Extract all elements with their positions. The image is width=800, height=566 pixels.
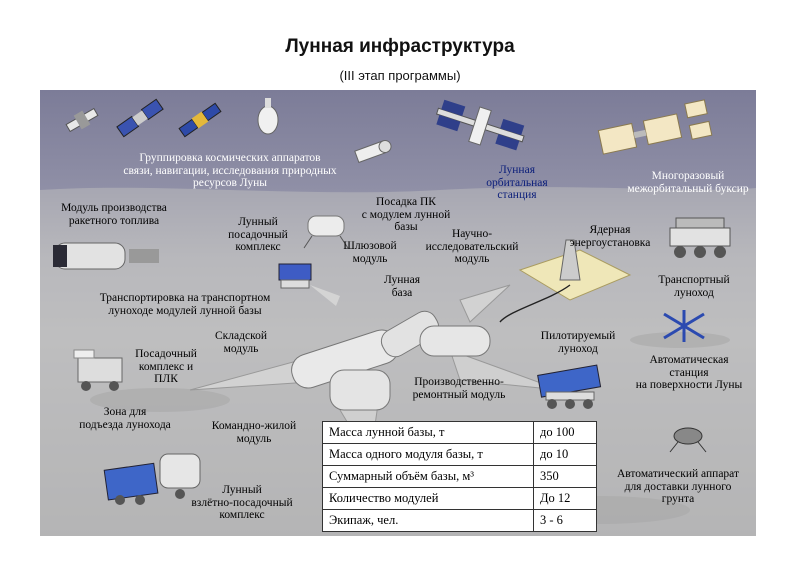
- lander-orbit-art: [354, 140, 392, 164]
- landing-complex-art: [278, 263, 312, 289]
- label-command: Командно-жилой модуль: [211, 420, 297, 445]
- label-landing-complex: Лунный посадочный комплекс: [228, 216, 288, 253]
- transport-rover-art: [669, 217, 731, 258]
- value-cell: До 12: [533, 487, 597, 510]
- label-auto-delivery: Автоматический аппарат для доставки лунн…: [616, 468, 740, 505]
- satellite-3: [178, 102, 222, 138]
- label-landing-plh: Посадочный комплекс и ПЛК: [135, 348, 197, 385]
- satellite-2: [116, 98, 164, 138]
- param-cell: Масса одного модуля базы, т: [322, 443, 534, 466]
- auto-delivery-art: [669, 427, 707, 453]
- lunar-base-art: [189, 284, 561, 462]
- label-transport-modules: Транспортировка на транспортном луноходе…: [99, 292, 271, 317]
- label-science: Научно- исследовательский модуль: [425, 228, 519, 265]
- label-tug: Многоразовый межорбитальный буксир: [627, 170, 749, 195]
- label-pk-landing: Посадка ПК с модулем лунной базы: [361, 196, 451, 233]
- label-airlock: Шлюзовой модуль: [343, 240, 397, 265]
- param-cell: Количество модулей: [322, 487, 534, 510]
- value-cell: до 10: [533, 443, 597, 466]
- label-orbital-station: Лунная орбитальная станция: [486, 164, 548, 201]
- satellite-1: [65, 107, 99, 133]
- auto-station-art: [663, 310, 705, 342]
- table-row: Экипаж, чел.3 - 6: [322, 509, 597, 532]
- label-storage: Складской модуль: [215, 330, 267, 355]
- label-reactor: Ядерная энергоустановка: [569, 224, 651, 249]
- label-base: Лунная база: [384, 274, 420, 299]
- param-cell: Масса лунной базы, т: [322, 421, 534, 444]
- fuel-module-art: [53, 242, 159, 270]
- value-cell: 3 - 6: [533, 509, 597, 532]
- landing-plh-art: [73, 349, 123, 391]
- crewed-rover-art: [537, 364, 602, 409]
- label-production: Производственно- ремонтный модуль: [412, 376, 506, 401]
- label-transport-rover: Транспортный луноход: [658, 274, 730, 299]
- label-takeoff-complex: Лунный взлётно-посадочный комплекс: [191, 484, 293, 521]
- value-cell: 350: [533, 465, 597, 488]
- takeoff-complex-art: [103, 453, 201, 505]
- param-cell: Экипаж, чел.: [322, 509, 534, 532]
- pk-lander-art: [303, 215, 349, 249]
- label-satellites: Группировка космических аппаратов связи,…: [123, 152, 337, 189]
- diagram-subtitle: (III этап программы): [339, 68, 461, 83]
- orbital-station-art: [435, 99, 525, 151]
- satellite-4: [257, 98, 279, 135]
- diagram-title: Лунная инфраструктура: [285, 36, 515, 57]
- param-cell: Суммарный объём базы, м³: [322, 465, 534, 488]
- label-auto-station: Автоматическая станция на поверхности Лу…: [635, 354, 743, 391]
- label-crewed-rover: Пилотируемый луноход: [540, 330, 616, 355]
- value-cell: до 100: [533, 421, 597, 444]
- label-rover-zone: Зона для подъезда лунохода: [79, 406, 171, 431]
- label-fuel-module: Модуль производства ракетного топлива: [61, 202, 167, 227]
- tug-art: [597, 99, 713, 155]
- reactor-art: [518, 239, 632, 301]
